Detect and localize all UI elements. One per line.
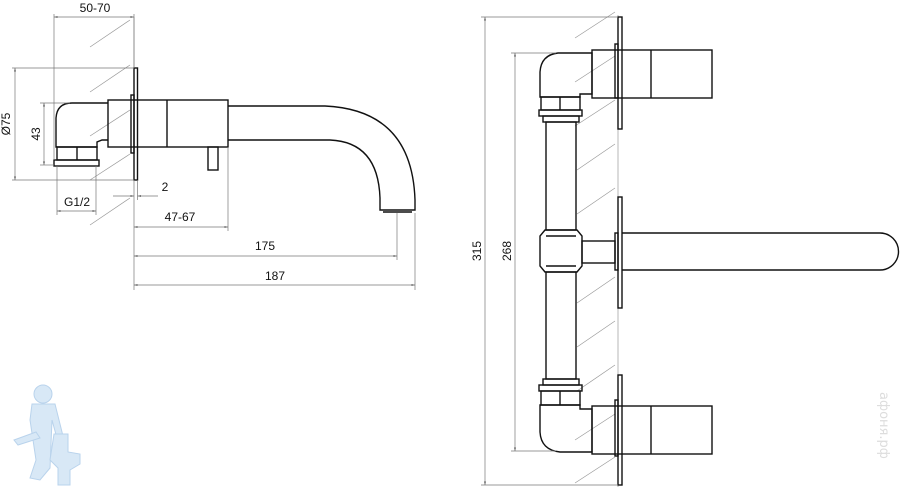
elbow-top [539,52,593,98]
dim-body-length: 47-67 [165,210,196,224]
dim-thread: G1/2 [64,195,90,209]
faucet-side [53,67,416,213]
watermark: афоня.рф [876,392,891,459]
plumber-logo [13,384,81,486]
front-view: 315 268 [470,11,900,487]
wall-hatch [89,17,135,226]
inner-flange [130,94,135,154]
spout [228,105,416,211]
pipe-upper [545,121,577,231]
dim-flange-thickness: 2 [162,180,169,194]
dim-handle-spacing: 268 [500,241,514,261]
elbow-bottom [539,404,593,453]
side-dimensions: 50-70 Ø75 43 G1/2 2 47-67 175 [0,1,416,290]
pipe-lower [545,271,577,380]
side-view: 50-70 Ø75 43 G1/2 2 47-67 175 [0,1,416,290]
handle-bottom [591,405,713,455]
dim-flange-diameter: Ø75 [0,112,13,135]
dim-total-height: 315 [470,241,484,261]
valve-body [107,99,229,148]
spout-front [622,232,900,271]
dim-wall-depth: 50-70 [80,1,111,15]
base-plate [53,159,100,167]
tee-hex [539,229,583,273]
elbow [55,102,108,148]
front-dimensions: 315 268 [470,16,618,486]
dim-total-length: 187 [265,269,285,283]
dim-spout-reach: 175 [255,239,275,253]
stub [581,240,616,264]
faucet-front [538,16,900,486]
lever [207,146,219,171]
handle-top [591,49,713,99]
dim-height: 43 [29,127,43,141]
